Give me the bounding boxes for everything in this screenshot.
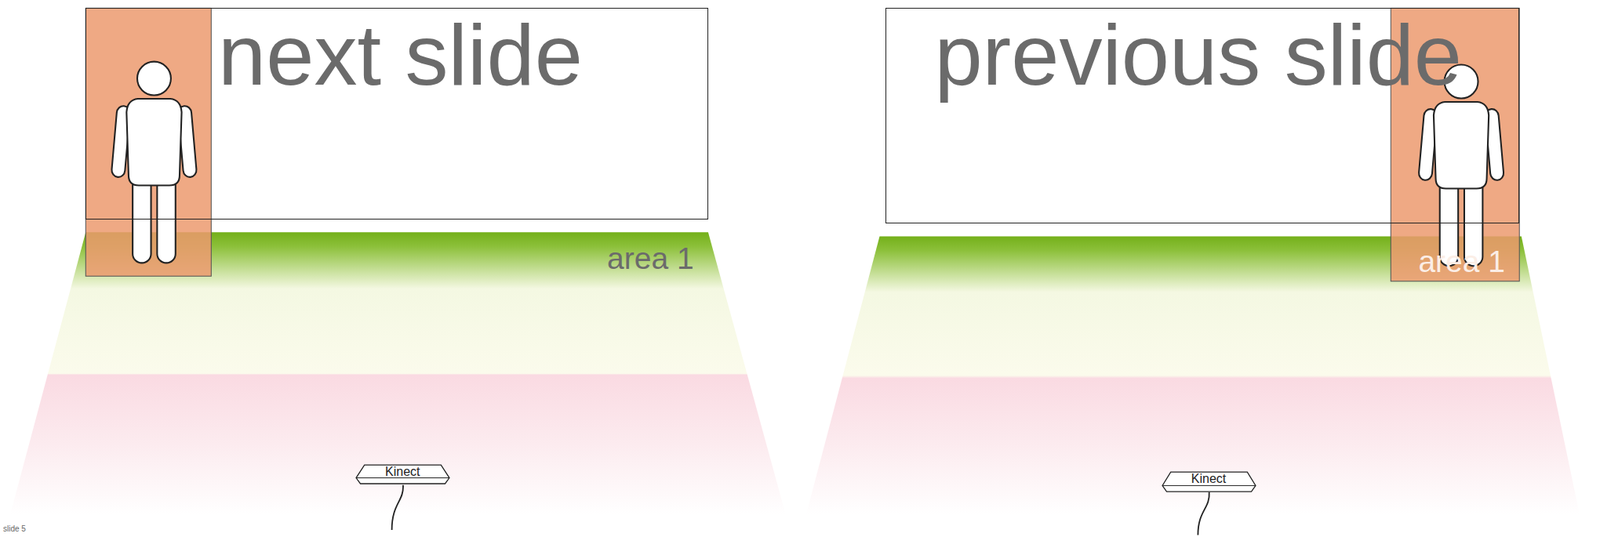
screen-caption: next slide	[218, 11, 583, 99]
area-label: area 1	[607, 243, 695, 274]
kinect-sensor: Kinect	[355, 464, 451, 485]
device-label: Kinect	[1191, 472, 1226, 486]
screen-caption: previous slide	[934, 11, 1462, 99]
floor-area-band: area 1	[85, 232, 709, 284]
device-label: Kinect	[385, 465, 420, 479]
projection-screen: previous slide	[885, 7, 1520, 224]
projection-screen: next slide	[85, 7, 709, 219]
floor-area-band: area 1	[879, 236, 1521, 288]
area-label: area 1	[1418, 246, 1506, 277]
slide-number: slide 5	[3, 525, 26, 534]
kinect-sensor: Kinect	[1161, 471, 1257, 493]
